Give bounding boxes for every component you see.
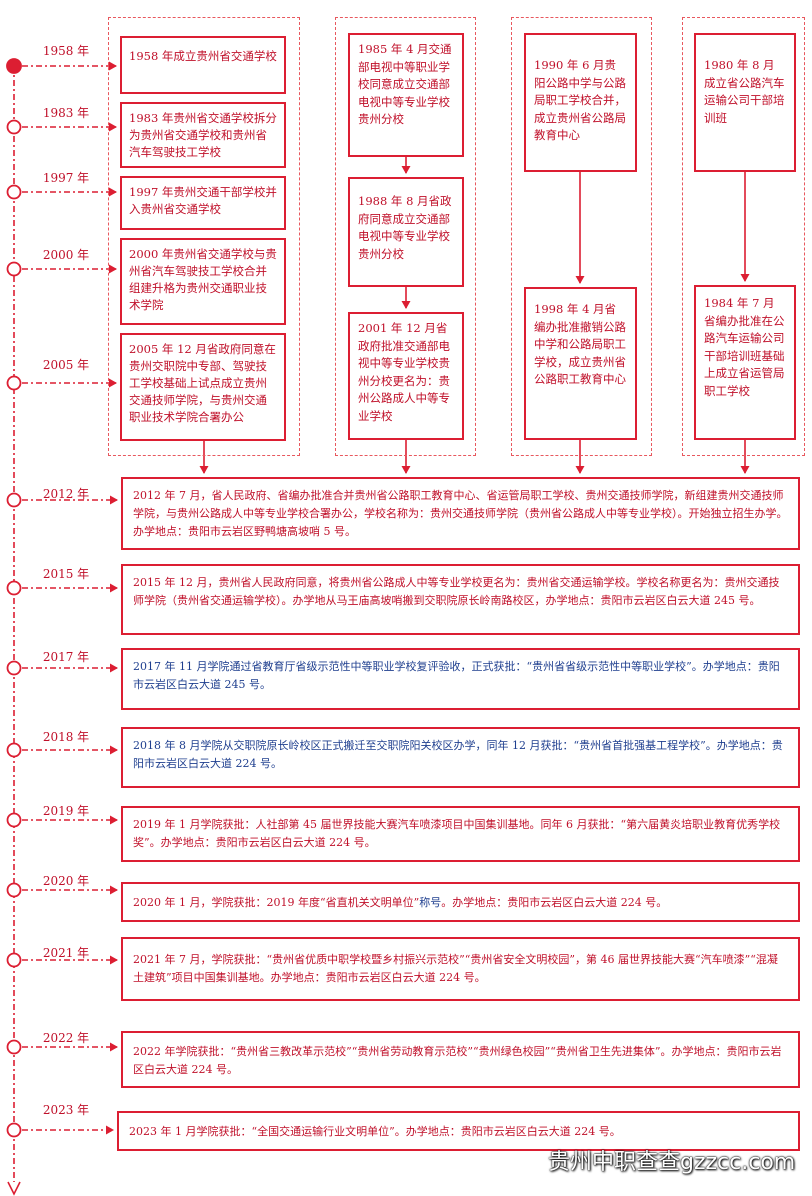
event-box-2019: 2019 年 1 月学院获批：人社部第 45 届世界技能大赛汽车喷漆项目中国集训… (121, 806, 800, 862)
event-2020-text: 2020 年 1 月，学院获批：2019 年度“省直机关文明单位” (133, 896, 420, 909)
timeline-dot (6, 952, 22, 968)
event-box-2023: 2023 年 1 月学院获批：“全国交通运输行业文明单位”。办学地点：贵阳市云岩… (117, 1111, 800, 1151)
year-label: 2018 年 (42, 730, 90, 744)
event-box-1958: 1958 年成立贵州省交通学校 (120, 36, 286, 94)
year-label: 2023 年 (42, 1103, 90, 1117)
timeline-dot (6, 492, 22, 508)
group-frame-3 (511, 17, 652, 456)
event-box-2017: 2017 年 11 月学院通过省教育厅省级示范性中等职业学校复评验收，正式获批：… (121, 648, 800, 710)
event-box-2018: 2018 年 8 月学院从交职院原长岭校区正式搬迁至交职院阳关校区办学，同年 1… (121, 727, 800, 788)
timeline-start-dot (6, 58, 22, 74)
timeline-dot (6, 882, 22, 898)
site-watermark: 贵州中职查查gzzcc.com (548, 1150, 796, 1175)
timeline-dot (6, 580, 22, 596)
event-2020-highlight: 称号 (419, 896, 442, 909)
event-box-2020: 2020 年 1 月，学院获批：2019 年度“省直机关文明单位”称号。办学地点… (121, 882, 800, 922)
event-box-2001: 2001 年 12 月省政府批准交通部电视中等专业学校贵州分校更名为：贵州公路成… (348, 312, 464, 440)
year-label: 2005 年 (42, 358, 90, 372)
year-label: 2019 年 (42, 804, 90, 818)
timeline-dot (6, 1122, 22, 1138)
group-frame-1 (108, 17, 300, 456)
timeline-dot (6, 261, 22, 277)
year-label: 2020 年 (42, 874, 90, 888)
event-2020-location: 。办学地点：贵阳市云岩区白云大道 224 号。 (441, 896, 668, 909)
event-box-2021: 2021 年 7 月，学院获批：“贵州省优质中职学校暨乡村振兴示范校”“贵州省安… (121, 937, 800, 1001)
event-box-2005: 2005 年 12 月省政府同意在贵州交职院中专部、驾驶技工学校基础上试点成立贵… (120, 333, 286, 441)
event-box-2022: 2022 年学院获批：“贵州省三教改革示范校”“贵州省劳动教育示范校”“贵州绿色… (121, 1031, 800, 1088)
timeline-dot (6, 660, 22, 676)
event-box-1983: 1983 年贵州省交通学校拆分为贵州省交通学校和贵州省汽车驾驶技工学校 (120, 102, 286, 168)
year-label: 2015 年 (42, 567, 90, 581)
timeline-dot (6, 812, 22, 828)
timeline-dot (6, 742, 22, 758)
group-frame-4 (682, 17, 805, 456)
event-box-1990: 1990 年 6 月贵阳公路中学与公路局职工学校合并，成立贵州省公路局教育中心 (524, 33, 637, 172)
year-label: 2000 年 (42, 248, 90, 262)
timeline-dot (6, 1039, 22, 1055)
group-frame-2 (335, 17, 476, 456)
event-box-2015: 2015 年 12 月，贵州省人民政府同意，将贵州省公路成人中等专业学校更名为：… (121, 564, 800, 635)
year-label: 1958 年 (42, 44, 90, 58)
event-box-2012: 2012 年 7 月，省人民政府、省编办批准合并贵州省公路职工教育中心、省运管局… (121, 477, 800, 550)
event-box-1980: 1980 年 8 月成立省公路汽车运输公司干部培训班 (694, 33, 796, 172)
year-label: 2017 年 (42, 650, 90, 664)
year-label: 2012 年 (42, 487, 90, 501)
event-box-1984: 1984 年 7 月省编办批准在公路汽车运输公司干部培训班基础上成立省运管局职工… (694, 285, 796, 440)
timeline-dot (6, 375, 22, 391)
year-label: 1997 年 (42, 171, 90, 185)
timeline-dot (6, 119, 22, 135)
year-label: 2022 年 (42, 1031, 90, 1045)
year-label: 2021 年 (42, 946, 90, 960)
event-box-2000: 2000 年贵州省交通学校与贵州省汽车驾驶技工学校合并组建升格为贵州交通职业技术… (120, 238, 286, 325)
timeline-end-arrow (7, 1181, 21, 1196)
year-label: 1983 年 (42, 106, 90, 120)
event-box-1988: 1988 年 8 月省政府同意成立交通部电视中等专业学校贵州分校 (348, 177, 464, 287)
event-box-1997: 1997 年贵州交通干部学校并入贵州省交通学校 (120, 176, 286, 230)
timeline-dot (6, 184, 22, 200)
event-box-1985: 1985 年 4 月交通部电视中等职业学校同意成立交通部电视中等专业学校贵州分校 (348, 33, 464, 157)
event-box-1998: 1998 年 4 月省编办批准撤销公路中学和公路局职工学校，成立贵州省公路职工教… (524, 287, 637, 440)
